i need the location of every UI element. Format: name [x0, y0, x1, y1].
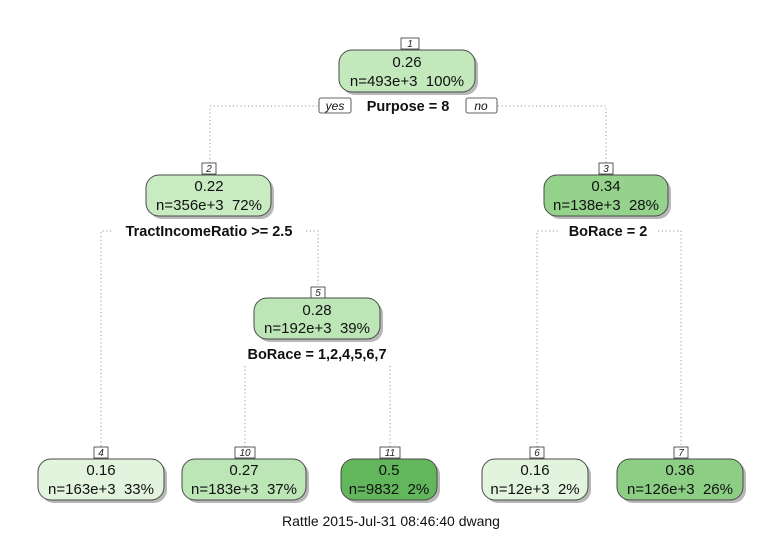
tree-leaf-4: 4 0.16 n=163e+3 33%: [37, 446, 167, 503]
tree-leaf-7: 7 0.36 n=126e+3 26%: [616, 446, 746, 503]
node-box: [481, 458, 589, 501]
node-id: 6: [534, 448, 540, 459]
node-id-box: [400, 37, 420, 50]
node-stats: n=493e+3 100%: [350, 73, 464, 90]
node-id: 5: [315, 288, 321, 299]
tree-node-2: 2 0.22 n=356e+3 72%: [145, 162, 274, 219]
node-stats: n=9832 2%: [349, 481, 430, 498]
node-box: [253, 297, 381, 340]
split-condition-borace-2: BoRace = 2: [569, 224, 648, 240]
tree-node-1: 1 0.26 n=493e+3 100%: [338, 37, 478, 95]
node-box: [145, 174, 272, 217]
node-value: 0.16: [86, 462, 115, 479]
split-condition-purpose: Purpose = 8: [367, 99, 450, 115]
edge-2-4: [100, 230, 112, 450]
node-id: 3: [603, 164, 609, 175]
node-stats: n=12e+3 2%: [490, 481, 579, 498]
node-value: 0.36: [665, 462, 694, 479]
tree-node-3: 3 0.34 n=138e+3 28%: [543, 162, 671, 219]
node-id-box: [598, 162, 614, 175]
edge-3-6: [536, 230, 558, 447]
node-value: 0.22: [194, 178, 223, 195]
yes-label: yes: [325, 99, 345, 113]
split-condition-tractincomeratio: TractIncomeRatio >= 2.5: [126, 224, 293, 240]
node-value: 0.34: [591, 178, 620, 195]
node-stats: n=163e+3 33%: [48, 481, 154, 498]
node-id: 11: [385, 448, 395, 459]
node-box: [37, 458, 165, 501]
tree-leaf-11: 11 0.5 n=9832 2%: [340, 446, 440, 503]
node-stats: n=356e+3 72%: [156, 197, 262, 214]
node-id-box: [529, 446, 545, 459]
node-box: [338, 49, 476, 93]
split-1: yes Purpose = 8 no: [318, 97, 498, 115]
split-condition-borace-multi: BoRace = 1,2,4,5,6,7: [247, 347, 386, 363]
edge-3-7: [658, 230, 682, 447]
node-value: 0.16: [520, 462, 549, 479]
node-id: 10: [239, 448, 251, 459]
node-value: 0.5: [379, 462, 400, 479]
node-id-box: [201, 162, 217, 175]
node-stats: n=138e+3 28%: [553, 197, 659, 214]
tree-node-5: 5 0.28 n=192e+3 39%: [253, 286, 383, 342]
no-label: no: [474, 99, 488, 113]
edge-2-5: [306, 230, 319, 287]
tree-leaf-6: 6 0.16 n=12e+3 2%: [481, 446, 591, 503]
node-stats: n=183e+3 37%: [191, 481, 297, 498]
edge-1-2: [209, 105, 318, 163]
node-stats: n=126e+3 26%: [627, 481, 733, 498]
node-box: [340, 458, 438, 501]
tree-leaf-10: 10 0.27 n=183e+3 37%: [181, 446, 309, 503]
yes-label-box: [318, 97, 352, 114]
node-value: 0.28: [302, 302, 331, 319]
edge-1-3: [498, 105, 607, 163]
node-stats: n=192e+3 39%: [264, 320, 370, 337]
node-id-box: [234, 446, 256, 459]
node-id-box: [93, 446, 109, 459]
node-id-box: [379, 446, 401, 459]
node-box: [181, 458, 307, 501]
node-id: 7: [678, 448, 684, 459]
node-id: 1: [407, 39, 413, 50]
node-value: 0.26: [392, 54, 421, 71]
rattle-caption: Rattle 2015-Jul-31 08:46:40 dwang: [282, 513, 500, 529]
node-id-box: [673, 446, 689, 459]
tree-edges: [100, 105, 682, 450]
no-label-box: [465, 97, 498, 114]
node-box: [616, 458, 744, 501]
node-box: [543, 174, 669, 217]
node-value: 0.27: [229, 462, 258, 479]
node-id: 4: [98, 448, 104, 459]
node-id: 2: [205, 164, 212, 175]
